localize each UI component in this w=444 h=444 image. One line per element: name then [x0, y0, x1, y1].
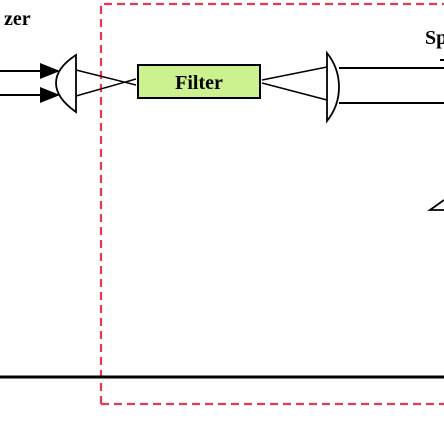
left-ray-top: [75, 69, 137, 86]
left-ray-bottom: [75, 78, 137, 97]
left-device-label: zer: [4, 8, 31, 30]
filter-box: [137, 64, 261, 99]
dashed-boundary: [99, 2, 444, 406]
right-angle-mark: [427, 199, 444, 211]
right-ray-bottom: [261, 82, 328, 101]
right-lens: [326, 50, 340, 124]
right-ray-top: [261, 66, 328, 81]
left-lens: [55, 53, 77, 114]
right-device-label: Sp: [425, 27, 444, 49]
filter-label: Filter: [175, 72, 223, 94]
